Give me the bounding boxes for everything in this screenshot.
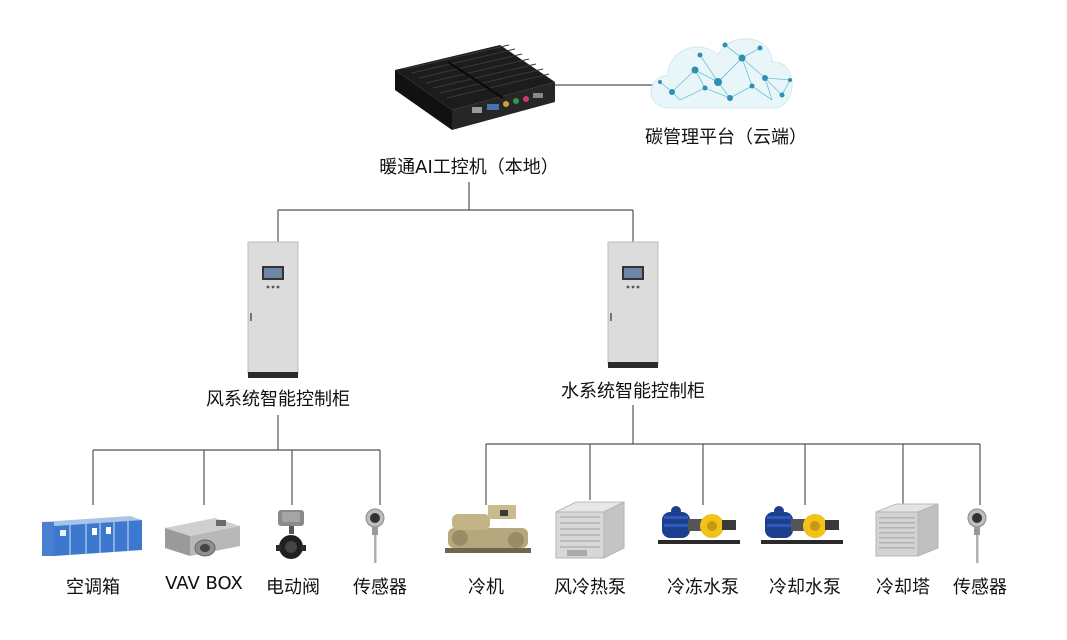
device-label-cooling-tower: 冷却塔 <box>876 577 930 598</box>
air-handling-unit-icon <box>42 516 142 556</box>
cooling-tower-icon <box>875 503 939 557</box>
control-cabinet-icon <box>607 241 659 368</box>
motorized-valve-icon <box>276 510 306 559</box>
fanless-industrial-pc-icon <box>395 44 555 130</box>
device-label-sensor: 传感器 <box>353 577 407 598</box>
device-label-heat-pump: 风冷热泵 <box>554 577 626 598</box>
control-cabinet-icon <box>247 241 299 378</box>
connector-lines <box>92 84 981 505</box>
network-cloud-icon <box>650 38 793 109</box>
device-label-chiller: 冷机 <box>468 577 504 598</box>
water-pump-icon <box>761 506 843 544</box>
device-label-chw-pump: 冷冻水泵 <box>667 577 739 598</box>
device-label-cw-pump: 冷却水泵 <box>769 577 841 598</box>
device-label-valve: 电动阀 <box>266 577 320 598</box>
vav-box-icon <box>165 518 240 557</box>
heat-pump-icon <box>555 501 625 559</box>
sensor-icon <box>365 508 385 563</box>
air-cabinet-label: 风系统智能控制柜 <box>206 389 350 410</box>
device-label-sensor: 传感器 <box>953 577 1007 598</box>
chiller-icon <box>445 505 531 553</box>
sensor-icon <box>967 508 987 563</box>
device-label-vav: VAV BOX <box>165 573 243 594</box>
industrial-pc-label: 暖通AI工控机（本地） <box>379 157 559 178</box>
cloud-platform-label: 碳管理平台（云端） <box>645 127 807 148</box>
water-cabinet-label: 水系统智能控制柜 <box>561 381 705 402</box>
water-pump-icon <box>658 506 740 544</box>
device-label-ahu: 空调箱 <box>66 577 120 598</box>
